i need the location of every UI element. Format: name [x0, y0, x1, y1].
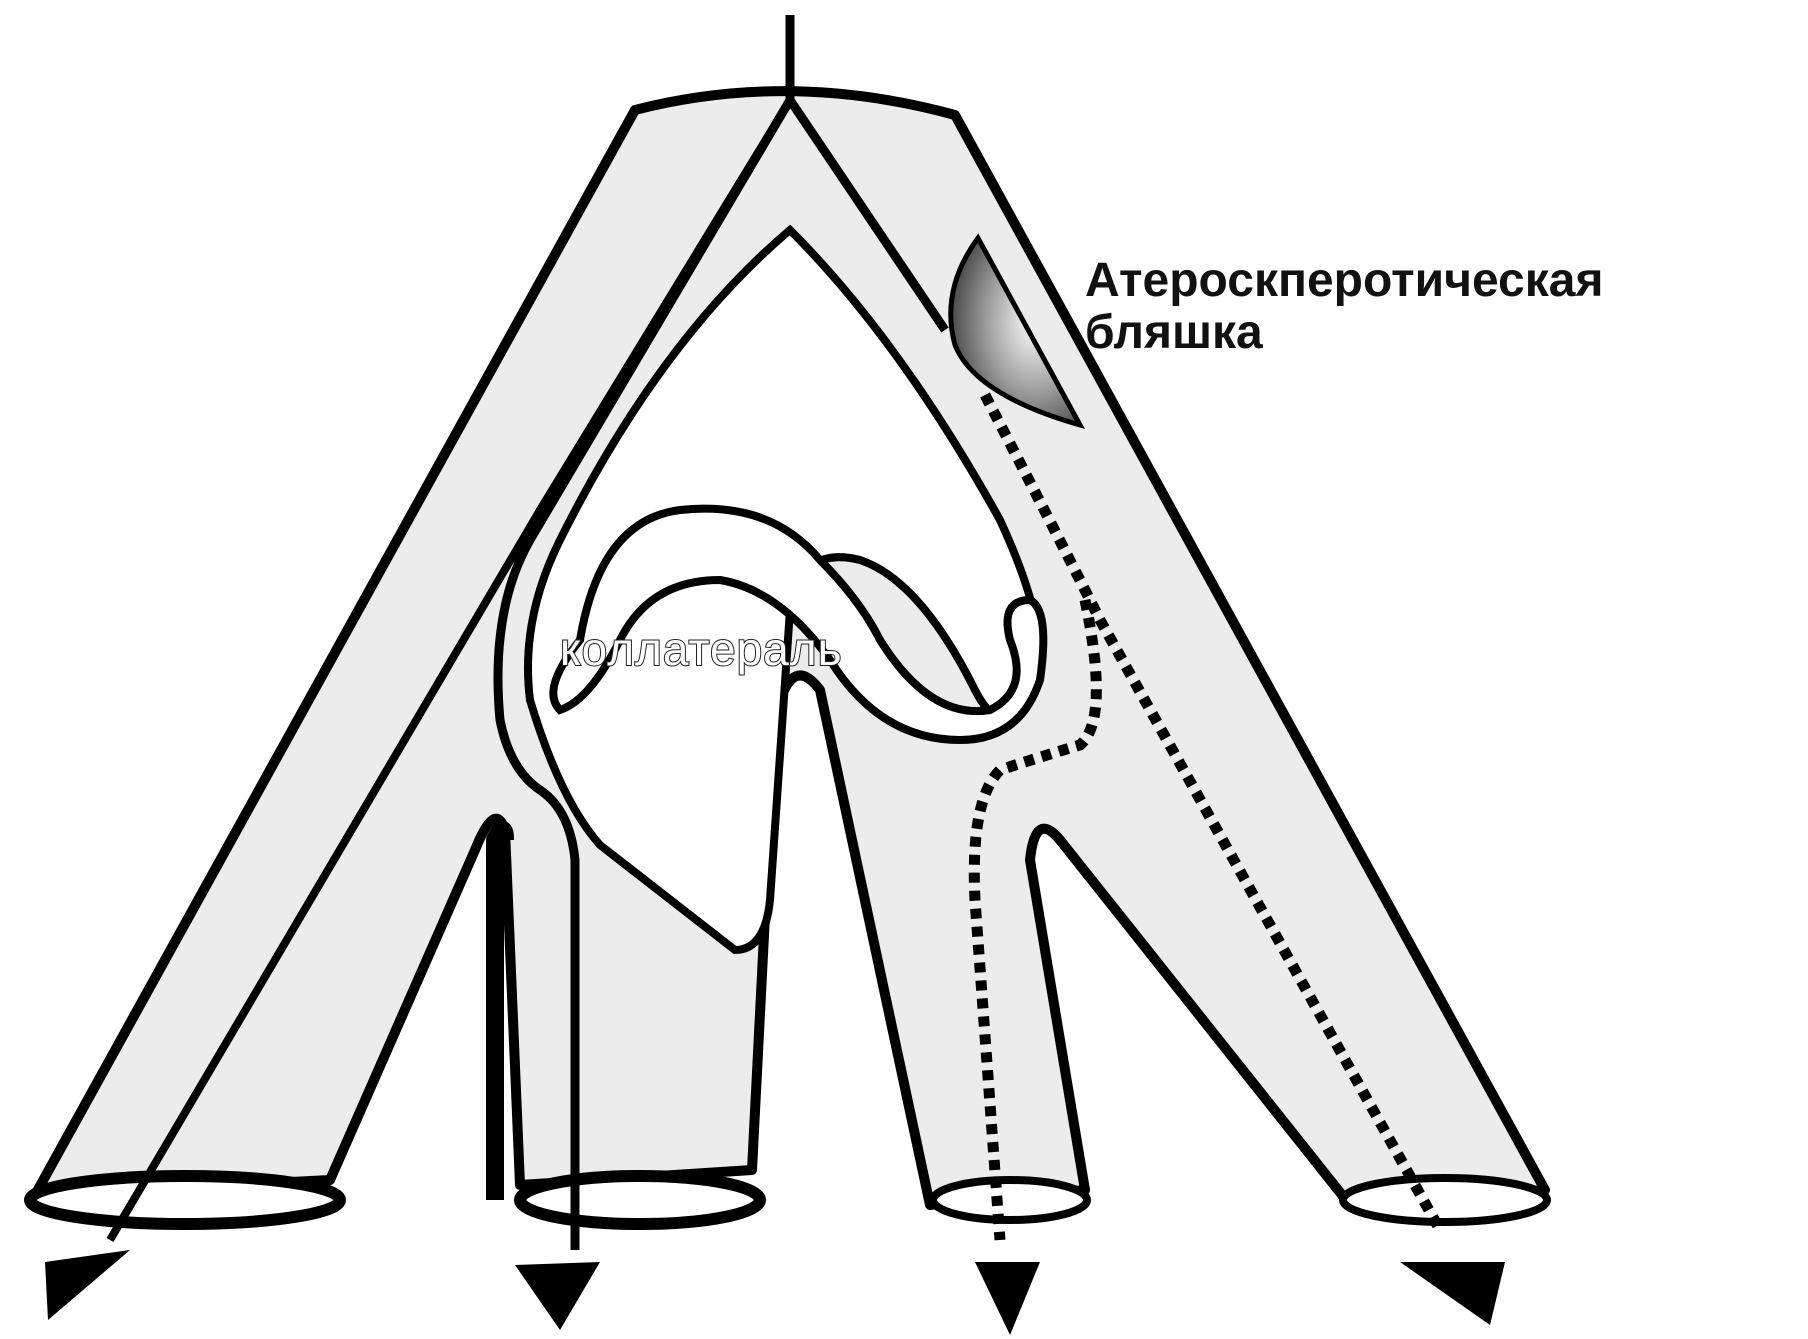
- opening-far-right: [1343, 1178, 1547, 1222]
- flow-arrow-icon: [515, 1262, 600, 1330]
- plaque-label-line1: Атероскперотическая: [1085, 254, 1603, 307]
- flow-arrow-icon: [45, 1250, 130, 1320]
- flow-arrow-icon: [975, 1262, 1040, 1335]
- opening-far-left: [30, 1176, 340, 1224]
- opening-mid-left: [520, 1176, 760, 1224]
- flow-path-thick-left: [495, 830, 505, 1200]
- opening-mid-right: [933, 1180, 1087, 1220]
- flow-arrow-icon: [1400, 1262, 1505, 1325]
- plaque-label-line2: бляшка: [1085, 306, 1263, 359]
- collateral-label: коллатераль: [560, 623, 843, 675]
